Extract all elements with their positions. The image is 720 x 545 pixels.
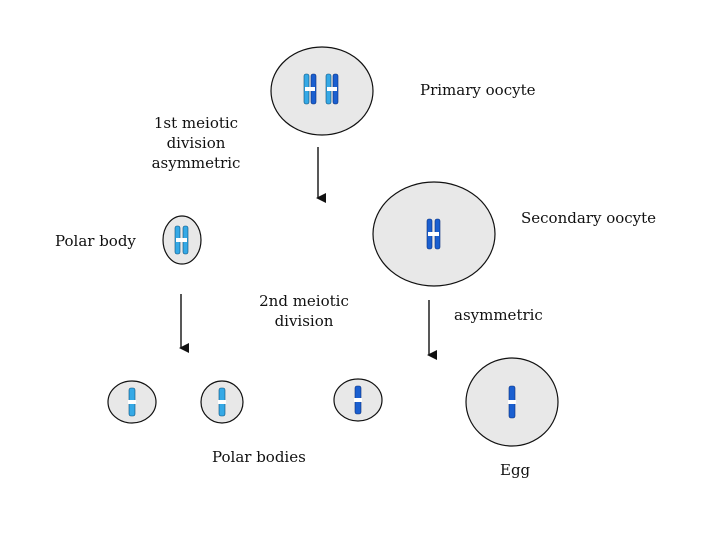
label-line: 1st meiotic	[153, 114, 239, 132]
polar-body-2	[200, 380, 244, 424]
label-asymmetric: asymmetric	[454, 306, 543, 324]
first-polar-body-cell	[162, 215, 202, 265]
label-polar-body: Polar body	[55, 232, 136, 250]
centromere	[508, 400, 516, 404]
centromere	[176, 238, 187, 242]
secondary-oocyte-chromosome	[426, 218, 441, 250]
label-first-meiotic-division: 1st meiotic division asymmetric	[148, 113, 244, 173]
label-line: division	[274, 312, 334, 330]
polar-body-1	[107, 380, 157, 424]
label-line: asymmetric	[151, 154, 241, 172]
polar-body-3	[333, 378, 383, 422]
label-secondary-oocyte: Secondary oocyte	[521, 209, 657, 227]
centromere	[305, 87, 315, 91]
egg-cell	[465, 357, 559, 447]
centromere	[428, 232, 439, 236]
primary-oocyte-chromosome-pair-1	[303, 73, 317, 105]
label-line: division	[166, 134, 226, 152]
primary-oocyte-cell	[270, 46, 374, 136]
label-polar-bodies: Polar bodies	[212, 448, 306, 466]
label-egg: Egg	[500, 461, 531, 479]
centromere	[327, 87, 337, 91]
secondary-oocyte-cell	[372, 181, 496, 287]
primary-oocyte-membrane	[270, 46, 374, 136]
label-line: 2nd meiotic	[259, 292, 349, 310]
first-polar-body-chromosome	[174, 225, 189, 255]
centromere	[354, 398, 362, 402]
label-second-meiotic-division: 2nd meiotic division	[252, 291, 356, 331]
label-primary-oocyte: Primary oocyte	[420, 81, 536, 99]
primary-oocyte-chromosome-pair-2	[325, 73, 339, 105]
centromere	[128, 400, 136, 404]
centromere	[218, 400, 226, 404]
